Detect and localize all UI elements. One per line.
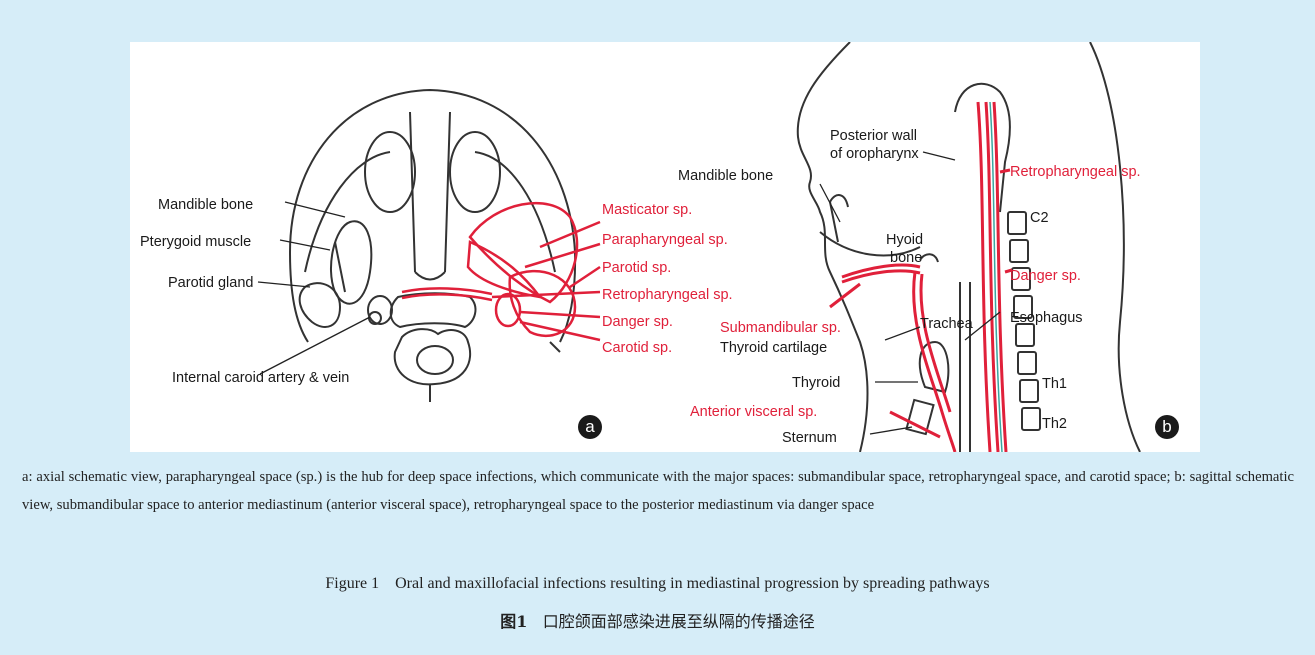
- label-parotid-sp: Parotid sp.: [602, 260, 671, 276]
- nasal-septum: [410, 112, 450, 280]
- figure-caption-note: a: axial schematic view, parapharyngeal …: [22, 463, 1294, 519]
- label-c2: C2: [1030, 210, 1049, 226]
- label-thyroid-cartilage: Thyroid cartilage: [720, 340, 827, 356]
- label-retropharyngeal-sp-a: Retropharyngeal sp.: [602, 287, 733, 303]
- label-posterior-wall-1: Posterior wall: [830, 128, 917, 144]
- label-mandible-bone: Mandible bone: [158, 197, 253, 213]
- label-retropharyngeal-sp-b: Retropharyngeal sp.: [1010, 164, 1141, 180]
- label-th1: Th1: [1042, 376, 1067, 392]
- label-pterygoid-muscle: Pterygoid muscle: [140, 234, 251, 250]
- hyoid: [920, 254, 938, 262]
- label-posterior-wall-2: of oropharynx: [830, 146, 919, 162]
- label-internal-carotid: Internal caroid artery & vein: [172, 370, 349, 386]
- figure-number-zh: 图1: [500, 612, 527, 631]
- label-hyoid-2: bone: [890, 250, 922, 266]
- label-thyroid: Thyroid: [792, 375, 840, 391]
- masticator-space: [470, 203, 577, 302]
- figure-panel: Mandible bone Pterygoid muscle Parotid g…: [130, 42, 1200, 452]
- label-danger-sp-b: Danger sp.: [1010, 268, 1081, 284]
- label-anterior-visceral-sp: Anterior visceral sp.: [690, 404, 817, 420]
- figure-caption-chinese: 图1 口腔颌面部感染进展至纵隔的传播途径: [0, 608, 1315, 632]
- label-masticator-sp: Masticator sp.: [602, 202, 692, 218]
- label-trachea: Trachea: [920, 316, 973, 332]
- label-danger-sp-a: Danger sp.: [602, 314, 673, 330]
- label-submandibular-sp: Submandibular sp.: [720, 320, 841, 336]
- neck-back: [1090, 42, 1140, 452]
- figure-caption-english: Figure 1 Oral and maxillofacial infectio…: [0, 575, 1315, 593]
- label-parapharyngeal-sp: Parapharyngeal sp.: [602, 232, 728, 248]
- label-esophagus: Esophagus: [1010, 310, 1083, 326]
- mandible: [830, 195, 848, 242]
- figure-title-zh: 口腔颌面部感染进展至纵隔的传播途径: [543, 612, 815, 631]
- label-hyoid-1: Hyoid: [886, 232, 923, 248]
- skull-outline: [290, 90, 575, 342]
- label-carotid-sp: Carotid sp.: [602, 340, 672, 356]
- badge-a: a: [578, 415, 602, 439]
- label-sternum: Sternum: [782, 430, 837, 446]
- label-th2: Th2: [1042, 416, 1067, 432]
- label-parotid-gland: Parotid gland: [168, 275, 253, 291]
- badge-b: b: [1155, 415, 1179, 439]
- esophagus-tube: [960, 282, 970, 452]
- submandibular-path: [842, 265, 920, 282]
- label-mandible-bone-b: Mandible bone: [678, 168, 773, 184]
